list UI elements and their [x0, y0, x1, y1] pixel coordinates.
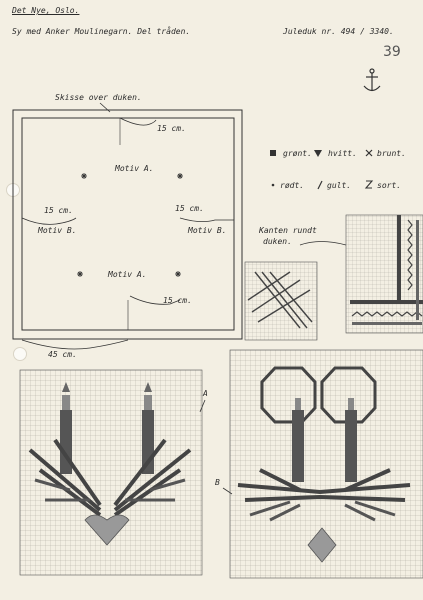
corner-detail-chart	[244, 261, 318, 341]
dim-left-15cm: 15 cm.	[44, 206, 73, 215]
bracket-bottom-width	[21, 339, 129, 350]
legend-black-symbol	[364, 180, 374, 189]
legend-brown-symbol	[365, 149, 373, 157]
dim-width-45cm: 45 cm.	[48, 350, 77, 359]
border-edge-chart	[345, 214, 423, 334]
sketch-asterisks	[77, 173, 183, 277]
legend-brown-label: brunt.	[377, 149, 406, 158]
motif-b-left-label: Motiv B.	[38, 226, 77, 235]
chart-label-a: A	[203, 389, 208, 398]
legend-green-symbol	[270, 150, 276, 156]
bracket-left	[21, 217, 77, 225]
motif-a-top-label: Motiv A.	[115, 164, 154, 173]
publisher-label: Det Nye, Oslo.	[12, 6, 80, 15]
legend-black-label: sort.	[377, 181, 402, 190]
legend-white-label: hvitt.	[328, 149, 357, 158]
dim-top-15cm: 15 cm.	[157, 124, 186, 133]
title-pointer	[99, 102, 111, 113]
motif-a-bottom-label: Motiv A.	[108, 270, 147, 279]
legend-yellow-label: gult.	[327, 181, 352, 190]
edge-note-line1: Kanten rundt	[259, 226, 317, 235]
bracket-right	[179, 217, 234, 222]
instruction-label: Sy med Anker Moulinegarn. Del tråden.	[12, 27, 191, 36]
bracket-top	[119, 117, 157, 126]
sketch-outer-frame	[12, 109, 243, 340]
legend-green-label: grønt.	[283, 149, 312, 158]
legend-white-symbol	[314, 150, 322, 157]
pointer-b	[222, 487, 233, 495]
motif-b-right-label: Motiv B.	[188, 226, 227, 235]
page-number: 39	[383, 44, 401, 60]
edge-note-pointer	[299, 241, 347, 246]
legend-red-symbol	[271, 183, 275, 187]
legend-red-label: rødt.	[280, 181, 305, 190]
punch-hole-bottom	[13, 347, 27, 361]
legend-yellow-symbol	[317, 180, 323, 190]
pattern-id-label: Juleduk nr. 494 / 3340.	[283, 27, 394, 36]
dim-mid-15cm: 15 cm.	[175, 204, 204, 213]
edge-note-line2: duken.	[263, 237, 292, 246]
chart-label-b: B	[215, 478, 220, 487]
motif-a-chart	[19, 369, 203, 576]
anchor-icon	[363, 68, 381, 92]
pointer-a	[199, 399, 206, 413]
motif-b-chart	[229, 349, 423, 579]
dim-bottom-15cm: 15 cm.	[163, 296, 192, 305]
sketch-title: Skisse over duken.	[55, 93, 142, 102]
bracket-bottom-inner	[129, 295, 181, 305]
